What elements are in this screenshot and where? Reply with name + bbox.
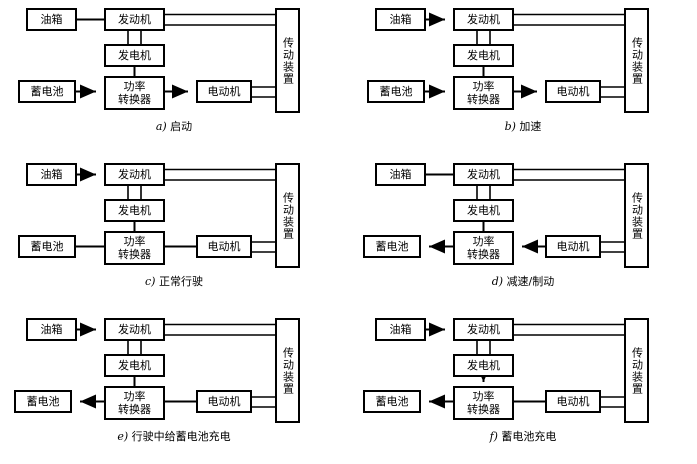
panel-b-caption-text: 加速 bbox=[519, 120, 542, 133]
panel-b-connectors bbox=[425, 12, 624, 99]
block-generator: 发电机 bbox=[104, 199, 165, 222]
block-power-converter: 功率 转换器 bbox=[453, 231, 514, 265]
panel-b-tag: b) bbox=[504, 120, 520, 133]
panel-c-caption-text: 正常行驶 bbox=[158, 275, 203, 288]
panel-e-caption-text: 行驶中给蓄电池充电 bbox=[131, 430, 231, 443]
block-engine: 发动机 bbox=[104, 163, 165, 186]
block-motor: 电动机 bbox=[545, 235, 601, 258]
panel-e-connectors bbox=[77, 322, 275, 409]
converter-label-line2: 转换器 bbox=[467, 248, 500, 261]
block-battery: 蓄电池 bbox=[18, 80, 76, 103]
block-battery: 蓄电池 bbox=[367, 80, 425, 103]
panel-f-tag: f) bbox=[489, 430, 502, 443]
block-generator: 发电机 bbox=[104, 354, 165, 377]
panel-f-caption: f) 蓄电池充电 bbox=[349, 428, 697, 444]
block-generator: 发电机 bbox=[453, 44, 514, 67]
block-fuel-tank: 油箱 bbox=[375, 8, 426, 31]
block-battery: 蓄电池 bbox=[18, 235, 76, 258]
panel-d-connectors bbox=[426, 168, 624, 254]
panel-c-connectors bbox=[76, 167, 275, 253]
block-generator: 发电机 bbox=[453, 354, 514, 377]
converter-label-line2: 转换器 bbox=[118, 93, 151, 106]
block-engine: 发动机 bbox=[104, 318, 165, 341]
panel-d-tag: d) bbox=[491, 275, 507, 288]
block-power-converter: 功率 转换器 bbox=[453, 76, 514, 110]
panel-e-caption: e) 行驶中给蓄电池充电 bbox=[0, 428, 348, 444]
converter-label-line1: 功率 bbox=[472, 235, 495, 248]
converter-label-line1: 功率 bbox=[123, 235, 146, 248]
block-power-converter: 功率 转换器 bbox=[104, 76, 165, 110]
panel-f-caption-text: 蓄电池充电 bbox=[501, 430, 557, 443]
block-transmission: 传动装置 bbox=[275, 163, 300, 268]
block-fuel-tank: 油箱 bbox=[26, 318, 77, 341]
block-fuel-tank: 油箱 bbox=[375, 163, 426, 186]
converter-label-line1: 功率 bbox=[123, 390, 146, 403]
block-engine: 发动机 bbox=[104, 8, 165, 31]
block-generator: 发电机 bbox=[453, 199, 514, 222]
panel-d-caption-text: 减速/制动 bbox=[506, 275, 555, 288]
converter-label-line2: 转换器 bbox=[118, 403, 151, 416]
panel-c-tag: c) bbox=[145, 275, 159, 288]
block-power-converter: 功率 转换器 bbox=[104, 386, 165, 420]
block-motor: 电动机 bbox=[196, 390, 252, 413]
panel-a-caption: a) 启动 bbox=[0, 118, 348, 134]
converter-label-line1: 功率 bbox=[472, 390, 495, 403]
converter-label-line2: 转换器 bbox=[467, 403, 500, 416]
panel-b-acceleration: 油箱 发动机 发电机 蓄电池 功率 转换器 电动机 传动装置 b) 加速 bbox=[349, 0, 697, 154]
panel-e-charging-while-driving: 油箱 发动机 发电机 蓄电池 功率 转换器 电动机 传动装置 e) 行驶中给蓄电… bbox=[0, 310, 348, 464]
panel-a-connectors bbox=[76, 13, 275, 99]
block-fuel-tank: 油箱 bbox=[26, 8, 77, 31]
block-engine: 发动机 bbox=[453, 318, 514, 341]
panel-d-caption: d) 减速/制动 bbox=[349, 273, 697, 289]
panel-f-battery-charging: 油箱 发动机 发电机 蓄电池 功率 转换器 电动机 传动装置 f) 蓄电池充电 bbox=[349, 310, 697, 464]
block-battery: 蓄电池 bbox=[363, 235, 421, 258]
block-engine: 发动机 bbox=[453, 163, 514, 186]
panel-c-caption: c) 正常行驶 bbox=[0, 273, 348, 289]
panel-c-normal-driving: 油箱 发动机 发电机 蓄电池 功率 转换器 电动机 传动装置 c) 正常行驶 bbox=[0, 155, 348, 309]
block-battery: 蓄电池 bbox=[14, 390, 72, 413]
panel-a-startup: 油箱 发动机 发电机 蓄电池 功率 转换器 电动机 传动装置 a) 启动 bbox=[0, 0, 348, 154]
panel-f-connectors bbox=[426, 322, 624, 409]
panel-b-caption: b) 加速 bbox=[349, 118, 697, 134]
block-transmission: 传动装置 bbox=[624, 8, 649, 113]
block-transmission: 传动装置 bbox=[624, 318, 649, 423]
block-fuel-tank: 油箱 bbox=[375, 318, 426, 341]
block-fuel-tank: 油箱 bbox=[26, 163, 77, 186]
converter-label-line2: 转换器 bbox=[118, 248, 151, 261]
block-transmission: 传动装置 bbox=[275, 8, 300, 113]
block-motor: 电动机 bbox=[196, 235, 252, 258]
block-power-converter: 功率 转换器 bbox=[453, 386, 514, 420]
panel-d-deceleration-braking: 油箱 发动机 发电机 蓄电池 功率 转换器 电动机 传动装置 d) 减速/制动 bbox=[349, 155, 697, 309]
converter-label-line1: 功率 bbox=[472, 80, 495, 93]
block-transmission: 传动装置 bbox=[275, 318, 300, 423]
block-motor: 电动机 bbox=[196, 80, 252, 103]
block-battery: 蓄电池 bbox=[363, 390, 421, 413]
block-generator: 发电机 bbox=[104, 44, 165, 67]
block-power-converter: 功率 转换器 bbox=[104, 231, 165, 265]
block-engine: 发动机 bbox=[453, 8, 514, 31]
panel-a-caption-text: 启动 bbox=[170, 120, 193, 133]
block-motor: 电动机 bbox=[545, 80, 601, 103]
block-transmission: 传动装置 bbox=[624, 163, 649, 268]
converter-label-line2: 转换器 bbox=[467, 93, 500, 106]
converter-label-line1: 功率 bbox=[123, 80, 146, 93]
block-motor: 电动机 bbox=[545, 390, 601, 413]
panel-e-tag: e) bbox=[117, 430, 132, 443]
panel-a-tag: a) bbox=[155, 120, 171, 133]
